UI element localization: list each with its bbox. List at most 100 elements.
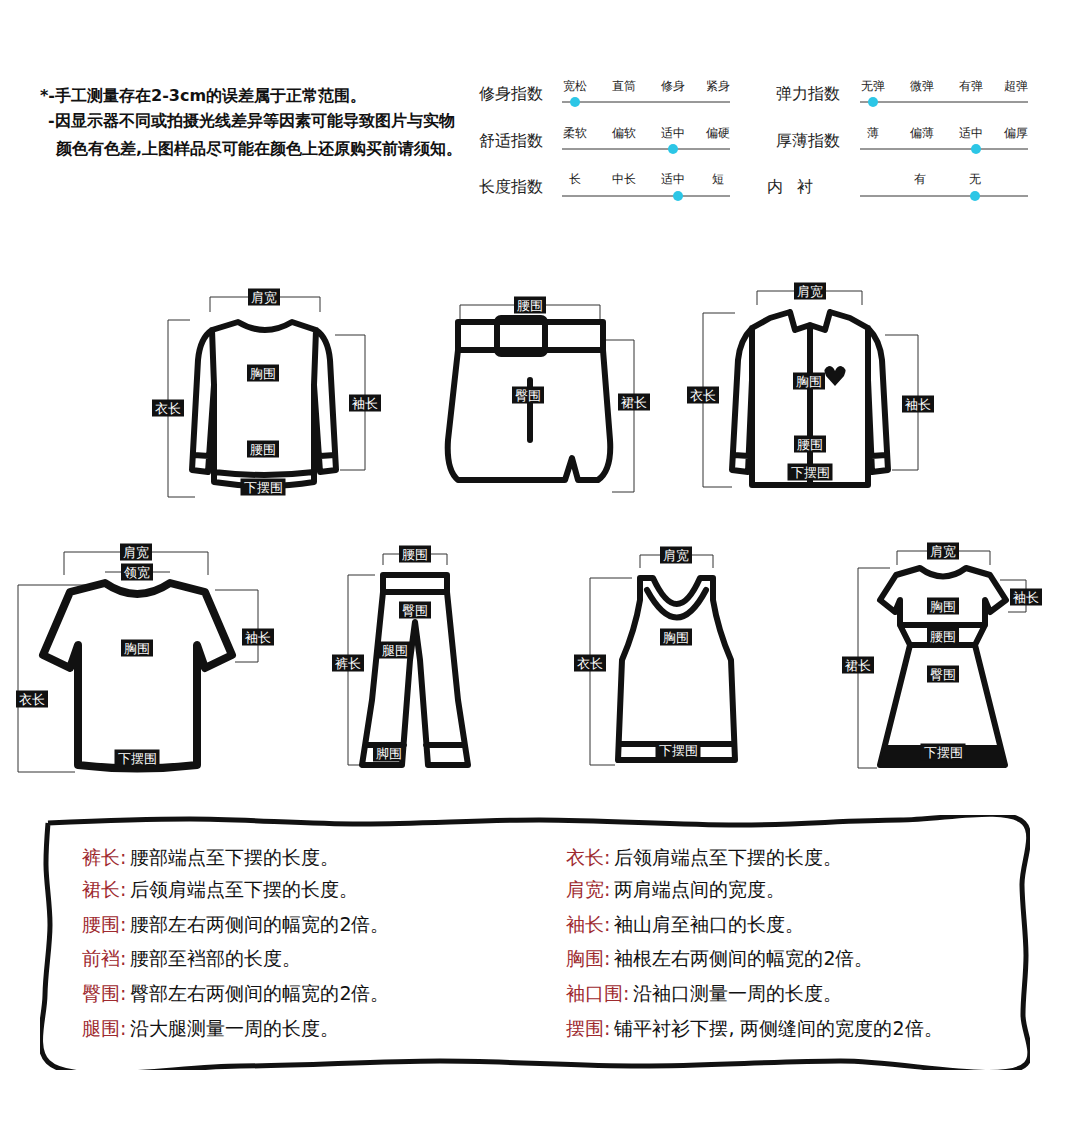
scale-option: 中长: [612, 171, 636, 188]
shirt-outline: [732, 312, 888, 485]
term-name: 摆围:: [566, 1016, 610, 1040]
dimension-tag: 肩宽: [927, 543, 959, 560]
term-definition: 腰部端点至下摆的长度。: [130, 845, 339, 869]
scale-option: 薄: [867, 125, 879, 142]
term-definition: 腰部左右两侧间的幅宽的2倍。: [130, 912, 389, 936]
scale-dot: [971, 144, 981, 154]
dimension-tag: 肩宽: [248, 289, 280, 306]
pants-outline: [362, 592, 468, 765]
dimension-tag: 臀围: [399, 602, 431, 619]
term-definition: 沿大腿测量一周的长度。: [130, 1016, 339, 1040]
term-name: 裙长:: [82, 877, 126, 901]
scale-dot: [570, 97, 580, 107]
term-name: 裤长:: [82, 845, 126, 869]
term-definition: 袖山肩至袖口的长度。: [614, 912, 804, 936]
tshirt-outline: [43, 583, 232, 769]
heart-icon: [825, 366, 846, 386]
scale-title: 舒适指数: [477, 131, 545, 152]
term-name: 腰围:: [82, 912, 126, 936]
dimension-line: [703, 291, 918, 487]
scale-dot: [970, 191, 980, 201]
scale-option: 短: [712, 171, 724, 188]
dimension-tag: 腰围: [514, 297, 546, 314]
note-text: *-手工测量存在2-3cm的误差属于正常范围。: [40, 86, 366, 106]
scale-option: 无弹: [861, 78, 885, 95]
dimension-tag: 下摆围: [115, 750, 160, 767]
dimension-tag: 衣长: [687, 387, 719, 404]
dimension-tag: 袖长: [242, 629, 274, 646]
dimension-tag: 下摆围: [241, 479, 286, 496]
scale-option: 宽松: [563, 78, 587, 95]
dimension-tag: 领宽: [121, 564, 153, 581]
dimension-tag: 腰围: [927, 628, 959, 645]
dimension-tag: 裙长: [842, 657, 874, 674]
term-name: 臀围:: [82, 981, 126, 1005]
scale-option: 适中: [661, 171, 685, 188]
term-name: 袖长:: [566, 912, 610, 936]
scale-title: 内衬: [765, 177, 830, 198]
scale-option: 直筒: [612, 78, 636, 95]
scale-option: 偏薄: [910, 125, 934, 142]
dimension-tag: 袖长: [349, 395, 381, 412]
dimension-tag: 衣长: [152, 400, 184, 417]
dimension-tag: 袖长: [902, 396, 934, 413]
term-name: 腿围:: [82, 1016, 126, 1040]
dimension-tag: 肩宽: [120, 544, 152, 561]
dimension-tag: 臀围: [927, 666, 959, 683]
term-definition: 后领肩端点至下摆的长度。: [130, 877, 358, 901]
dimension-tag: 下摆围: [788, 464, 833, 481]
dimension-tag: 衣长: [574, 655, 606, 672]
dimension-tag: 臀围: [512, 387, 544, 404]
belt-buckle: [497, 318, 545, 354]
scale-option: 无: [969, 171, 981, 188]
scale-option: 微弹: [910, 78, 934, 95]
pants-waistband: [383, 575, 447, 592]
dimension-tag: 肩宽: [660, 547, 692, 564]
term-definition: 两肩端点间的宽度。: [614, 877, 785, 901]
note-text: -因显示器不同或拍摄光线差异等因素可能导致图片与实物颜色有色差,上图样品尽可能在…: [48, 107, 466, 163]
scale-option: 偏厚: [1004, 125, 1028, 142]
scale-option: 有弹: [959, 78, 983, 95]
dimension-tag: 袖长: [1010, 589, 1042, 606]
term-definition: 后领肩端点至下摆的长度。: [614, 845, 842, 869]
scale-title: 弹力指数: [774, 84, 842, 105]
sweatshirt-outline: [192, 322, 336, 486]
term-definition: 铺平衬衫下摆, 两侧缝间的宽度的2倍。: [614, 1016, 942, 1040]
scale-dot: [668, 144, 678, 154]
term-definition: 沿袖口测量一周的长度。: [633, 981, 842, 1005]
dimension-tag: 腰围: [247, 441, 279, 458]
scale-option: 偏硬: [706, 125, 730, 142]
scale-option: 长: [569, 171, 581, 188]
garments: [43, 312, 1006, 769]
tank-outline: [618, 578, 735, 760]
scale-option: 偏软: [612, 125, 636, 142]
dimension-tag: 胸围: [927, 598, 959, 615]
term-definition: 袖根左右两侧间的幅宽的2倍。: [614, 946, 873, 970]
dimension-tag: 下摆围: [656, 742, 701, 759]
scale-option: 修身: [661, 78, 685, 95]
dimension-tag: 下摆围: [921, 744, 966, 761]
scale-option: 适中: [959, 125, 983, 142]
scale-option: 柔软: [563, 125, 587, 142]
dimension-tag: 裙长: [618, 394, 650, 411]
term-name: 袖口围:: [566, 981, 629, 1005]
dimension-tag: 腿围: [379, 642, 411, 659]
index-scales: [562, 97, 1028, 201]
dimension-tag: 腰围: [794, 436, 826, 453]
dimension-line: [858, 551, 1026, 768]
scale-option: 紧身: [706, 78, 730, 95]
term-name: 胸围:: [566, 946, 610, 970]
dimension-tag: 裤长: [332, 655, 364, 672]
dimension-tag: 脚围: [373, 745, 405, 762]
dimension-tag: 腰围: [399, 546, 431, 563]
term-name: 前裆:: [82, 946, 126, 970]
dimension-tag: 衣长: [16, 691, 48, 708]
scale-option: 超弹: [1004, 78, 1028, 95]
dimension-tag: 胸围: [121, 640, 153, 657]
scale-option: 适中: [661, 125, 685, 142]
scale-title: 修身指数: [477, 84, 545, 105]
scale-title: 厚薄指数: [774, 131, 842, 152]
dress-outline: [880, 568, 1006, 765]
dimension-tag: 胸围: [247, 365, 279, 382]
